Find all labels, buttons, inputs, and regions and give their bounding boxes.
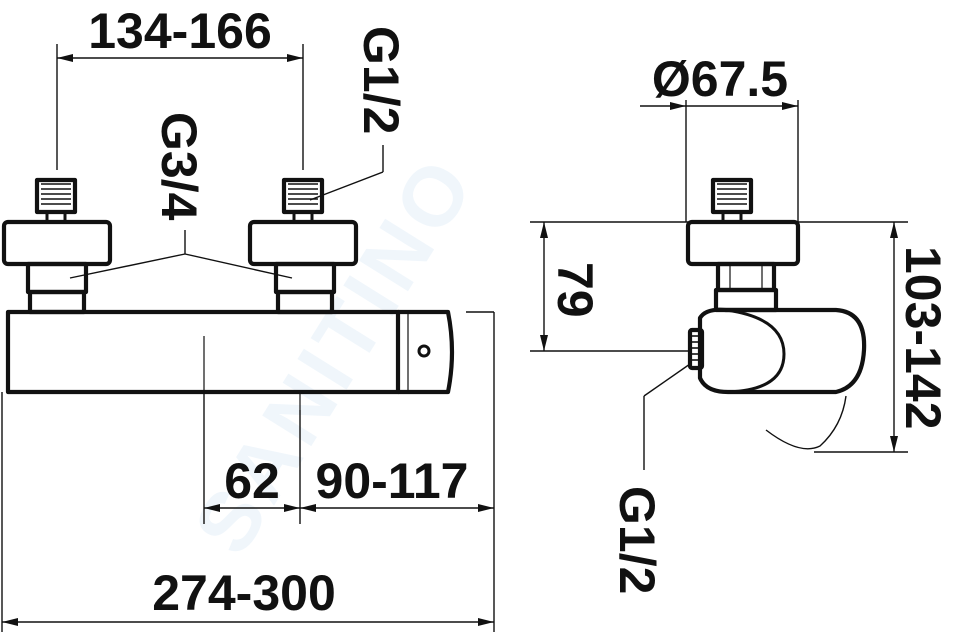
side-body: [687, 307, 867, 450]
left-connector: [1, 177, 113, 315]
outlet-thread-label: G1/2: [609, 486, 665, 594]
side-view: Ø67.5: [530, 51, 951, 594]
dim-diameter-label: Ø67.5: [652, 51, 788, 107]
knob-indicator: [417, 344, 431, 358]
side-nut: [710, 177, 754, 224]
dim-total-length-label: 274-300: [152, 565, 336, 621]
outlet-fitting: [687, 327, 705, 371]
side-body-outline: [697, 307, 867, 395]
dim-height-range-label: 103-142: [895, 246, 951, 430]
inlet-thread-label: G3/4: [151, 112, 207, 221]
dim-diameter: Ø67.5: [640, 51, 799, 222]
dim-top-span-label: 134-166: [88, 3, 272, 59]
top-thread-label: G1/2: [353, 26, 409, 134]
dim-height-79: 79: [530, 221, 690, 352]
handle-swing-arc: [765, 395, 847, 450]
dim-lower: 62 90-117 274-300: [1, 311, 495, 632]
thermostat-knob: [398, 309, 455, 395]
mixer-body: [5, 309, 455, 410]
dim-height-range: 103-142: [798, 221, 951, 453]
side-flange: [685, 219, 801, 313]
dim-right-segment-label: 90-117: [316, 453, 469, 509]
front-view: 134-166 G1/2 G3/4 62 90-117 274-300: [1, 3, 495, 632]
dim-height-79-label: 79: [547, 262, 603, 318]
left-flange: [1, 219, 113, 267]
dim-center-offset-label: 62: [224, 453, 280, 509]
inlet-leaders: [69, 145, 384, 279]
dim-top-span: 134-166: [56, 3, 304, 170]
left-neck: [25, 261, 89, 295]
